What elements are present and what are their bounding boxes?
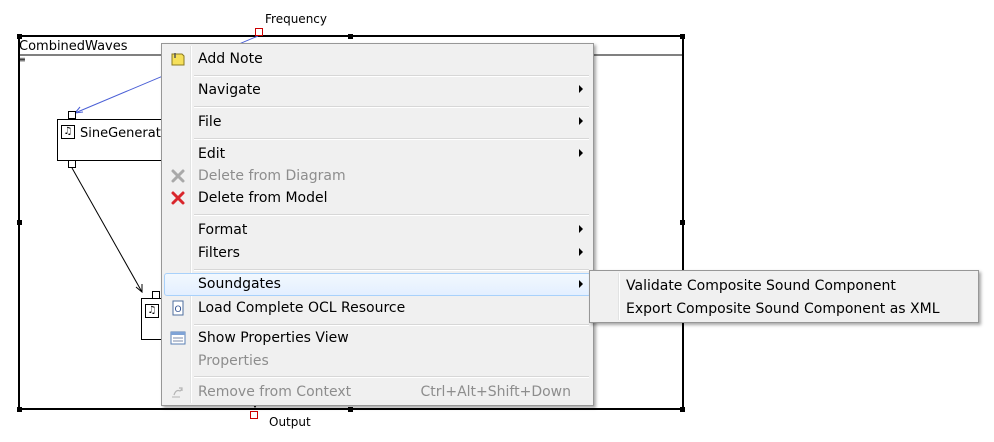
delete-gray-x-icon xyxy=(171,169,185,183)
menu-separator xyxy=(194,376,589,378)
menu-item-format[interactable]: Format xyxy=(164,219,591,241)
menu-item-label: Delete from Model xyxy=(198,190,328,206)
composite-title: CombinedWaves xyxy=(19,39,128,54)
selection-handle[interactable] xyxy=(348,34,353,39)
menu-item-label: Validate Composite Sound Component xyxy=(626,278,896,294)
sine-generator-component[interactable]: ♫ SineGenerat xyxy=(57,119,167,161)
menu-item-delete-from-diagram[interactable]: Delete from Diagram xyxy=(164,165,591,187)
selection-handle[interactable] xyxy=(17,407,22,412)
delete-red-x-icon xyxy=(171,191,185,205)
frequency-port[interactable] xyxy=(255,28,263,36)
menu-item-label: Edit xyxy=(198,146,226,162)
selection-handle[interactable] xyxy=(680,220,685,225)
selection-handle[interactable] xyxy=(680,407,685,412)
menu-separator xyxy=(194,269,589,271)
context-menu: Add Note Navigate File Edit Delete from … xyxy=(161,43,594,406)
menu-item-file[interactable]: File xyxy=(164,111,591,133)
menu-item-label: Add Note xyxy=(198,51,263,67)
menu-item-label: Export Composite Sound Component as XML xyxy=(626,301,940,317)
frequency-port-label: Frequency xyxy=(265,12,327,26)
menu-item-label: Show Properties View xyxy=(198,330,349,346)
menu-item-accelerator: Ctrl+Alt+Shift+Down xyxy=(420,384,571,400)
submenu-arrow-icon xyxy=(579,117,583,125)
ocl-resource-icon: O xyxy=(172,300,184,316)
menu-item-label: Soundgates xyxy=(198,276,281,292)
submenu-arrow-icon xyxy=(579,248,583,256)
sine-input-port[interactable] xyxy=(68,111,76,119)
output-port-label: Output xyxy=(269,415,311,429)
menu-item-navigate[interactable]: Navigate xyxy=(164,79,591,101)
submenu-arrow-icon xyxy=(579,225,583,233)
menu-separator xyxy=(194,138,589,140)
note-icon: ♫ xyxy=(145,304,159,318)
properties-view-icon xyxy=(170,331,186,345)
menu-item-label: Properties xyxy=(198,353,269,369)
menu-item-validate-composite[interactable]: Validate Composite Sound Component xyxy=(592,275,976,297)
menu-icon-gutter xyxy=(190,46,192,403)
menu-item-properties[interactable]: Properties xyxy=(164,350,591,372)
menu-item-show-properties-view[interactable]: Show Properties View xyxy=(164,327,591,349)
menu-item-load-ocl-resource[interactable]: O Load Complete OCL Resource xyxy=(164,297,591,319)
menu-item-label: Navigate xyxy=(198,82,261,98)
submenu-arrow-icon xyxy=(579,280,583,288)
remove-context-icon xyxy=(172,387,183,398)
menu-separator xyxy=(194,324,589,326)
selection-handle[interactable] xyxy=(17,220,22,225)
menu-item-label: Load Complete OCL Resource xyxy=(198,300,406,316)
component-label: SineGenerat xyxy=(80,126,161,141)
menu-item-label: File xyxy=(198,114,222,130)
menu-item-label: Delete from Diagram xyxy=(198,168,346,184)
submenu-arrow-icon xyxy=(579,85,583,93)
submenu-arrow-icon xyxy=(579,149,583,157)
menu-item-add-note[interactable]: Add Note xyxy=(164,48,591,70)
menu-item-export-composite-xml[interactable]: Export Composite Sound Component as XML xyxy=(592,298,976,320)
menu-separator xyxy=(194,214,589,216)
note-icon: ♫ xyxy=(61,125,75,139)
soundgates-submenu: Validate Composite Sound Component Expor… xyxy=(589,270,979,323)
selection-handle[interactable] xyxy=(17,34,22,39)
sine-output-port[interactable] xyxy=(68,160,76,168)
selection-handle[interactable] xyxy=(348,407,353,412)
menu-item-filters[interactable]: Filters xyxy=(164,242,591,264)
menu-item-label: Remove from Context xyxy=(198,384,352,400)
compartment-marker: ≡ xyxy=(19,55,26,64)
menu-separator xyxy=(194,106,589,108)
note-icon xyxy=(171,53,185,66)
output-port[interactable] xyxy=(250,411,258,419)
menu-item-edit[interactable]: Edit xyxy=(164,143,591,165)
second-input-port[interactable] xyxy=(152,291,160,299)
menu-item-remove-from-context[interactable]: Remove from Context Ctrl+Alt+Shift+Down xyxy=(164,381,591,403)
menu-icon-gutter xyxy=(618,273,620,320)
menu-item-delete-from-model[interactable]: Delete from Model xyxy=(164,187,591,209)
menu-item-label: Filters xyxy=(198,245,240,261)
menu-separator xyxy=(194,75,589,77)
menu-item-label: Format xyxy=(198,222,248,238)
svg-text:O: O xyxy=(174,305,181,315)
selection-handle[interactable] xyxy=(680,34,685,39)
menu-item-soundgates[interactable]: Soundgates xyxy=(164,273,591,296)
